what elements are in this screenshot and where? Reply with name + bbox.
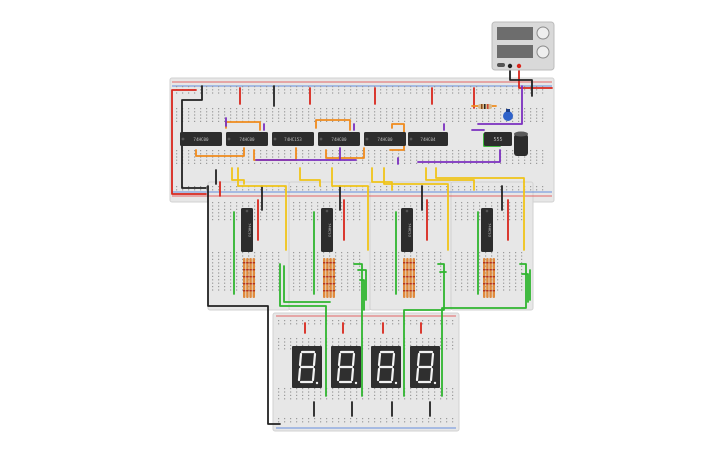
- wire-green[interactable]: [359, 279, 365, 311]
- resistor[interactable]: [486, 258, 489, 298]
- wire-yellow[interactable]: [435, 167, 525, 251]
- resistor[interactable]: [243, 258, 246, 298]
- chip-label: 74HC93: [248, 223, 253, 237]
- ic-chip[interactable]: 74HC00: [180, 132, 222, 146]
- wire-yellow[interactable]: [383, 167, 449, 251]
- wire-yellow[interactable]: [237, 167, 287, 251]
- wire-green[interactable]: [357, 269, 367, 301]
- wire-green[interactable]: [521, 273, 529, 303]
- wire-green[interactable]: [441, 263, 527, 397]
- segment: [350, 367, 355, 382]
- resistor[interactable]: [489, 258, 492, 298]
- ic-chip[interactable]: 74HC00: [318, 132, 360, 146]
- resistor-icon: [478, 104, 492, 109]
- segment: [429, 367, 434, 382]
- chip-label: 74HC00: [331, 137, 347, 142]
- segment: [311, 367, 316, 382]
- power-supply-icon[interactable]: [491, 21, 555, 71]
- wire-yellow[interactable]: [425, 167, 475, 191]
- segment: [390, 367, 395, 382]
- wire-red[interactable]: [518, 65, 553, 89]
- segment-dp: [433, 381, 437, 385]
- chip-label: 74HC00: [377, 137, 393, 142]
- segment: [416, 352, 421, 367]
- chip-label: 74HC93: [408, 223, 413, 237]
- wire-green[interactable]: [279, 263, 327, 397]
- resistor[interactable]: [406, 258, 409, 298]
- segment-dp: [315, 381, 319, 385]
- ic-chip-counter[interactable]: 74HC93: [401, 208, 413, 252]
- resistor[interactable]: [409, 258, 412, 298]
- chip-label: 74HC93: [328, 223, 333, 237]
- segment: [297, 367, 302, 382]
- ic-chip-timer[interactable]: 555: [484, 132, 512, 146]
- wire-orange[interactable]: [325, 147, 365, 159]
- wire-orange[interactable]: [389, 123, 405, 151]
- ic-chip[interactable]: 74HC153: [272, 132, 314, 146]
- segment: [312, 352, 317, 367]
- chip-label: 74HC04: [420, 137, 436, 142]
- wire-orange[interactable]: [315, 119, 351, 131]
- chip-label: 555: [493, 137, 502, 143]
- resistor[interactable]: [252, 258, 255, 298]
- ic-chip-counter[interactable]: 74HC93: [321, 208, 333, 252]
- resistor[interactable]: [403, 258, 406, 298]
- wire-green[interactable]: [403, 263, 445, 397]
- wire-orange[interactable]: [195, 147, 245, 157]
- segment: [376, 367, 381, 382]
- ic-chip-counter[interactable]: 74HC93: [241, 208, 253, 252]
- wire-yellow[interactable]: [371, 167, 393, 191]
- wire-black[interactable]: [181, 85, 207, 189]
- resistor[interactable]: [323, 258, 326, 298]
- capacitor-icon[interactable]: [514, 131, 528, 157]
- chip-label: 74HC153: [284, 137, 302, 142]
- wire-black[interactable]: [509, 65, 533, 97]
- chip-label: 74HC00: [193, 137, 209, 142]
- segment: [337, 352, 342, 367]
- wire-green[interactable]: [353, 263, 363, 397]
- segment: [351, 352, 356, 367]
- seven-segment-display[interactable]: [410, 346, 440, 388]
- resistor[interactable]: [246, 258, 249, 298]
- seven-segment-display[interactable]: [331, 346, 361, 388]
- potentiometer-icon[interactable]: [503, 109, 513, 121]
- wire-green[interactable]: [283, 265, 331, 303]
- wire-yellow[interactable]: [331, 167, 369, 251]
- seven-segment-display[interactable]: [292, 346, 322, 388]
- ic-chip[interactable]: 74HC00: [364, 132, 406, 146]
- chip-label: 74HC00: [239, 137, 255, 142]
- segment-dp: [394, 381, 398, 385]
- resistor[interactable]: [329, 258, 332, 298]
- segment: [336, 367, 341, 382]
- resistor[interactable]: [332, 258, 335, 298]
- wire-purple[interactable]: [477, 85, 523, 125]
- ic-chip-counter[interactable]: 74HC93: [481, 208, 493, 252]
- ic-chip[interactable]: 74HC04: [408, 132, 448, 146]
- chip-label: 74HC93: [488, 223, 493, 237]
- wire-black[interactable]: [207, 185, 281, 425]
- resistor[interactable]: [249, 258, 252, 298]
- segment: [391, 352, 396, 367]
- seven-segment-display[interactable]: [371, 346, 401, 388]
- ic-chip[interactable]: 74HC00: [226, 132, 268, 146]
- wire-yellow[interactable]: [299, 167, 321, 187]
- wire-purple[interactable]: [417, 149, 501, 163]
- segment: [298, 352, 303, 367]
- segment: [430, 352, 435, 367]
- segment: [377, 352, 382, 367]
- resistor[interactable]: [483, 258, 486, 298]
- resistor[interactable]: [326, 258, 329, 298]
- resistor[interactable]: [492, 258, 495, 298]
- segment-dp: [354, 381, 358, 385]
- resistor[interactable]: [412, 258, 415, 298]
- wire-red[interactable]: [171, 89, 207, 195]
- breadboard-display[interactable]: [272, 312, 460, 432]
- segment: [415, 367, 420, 382]
